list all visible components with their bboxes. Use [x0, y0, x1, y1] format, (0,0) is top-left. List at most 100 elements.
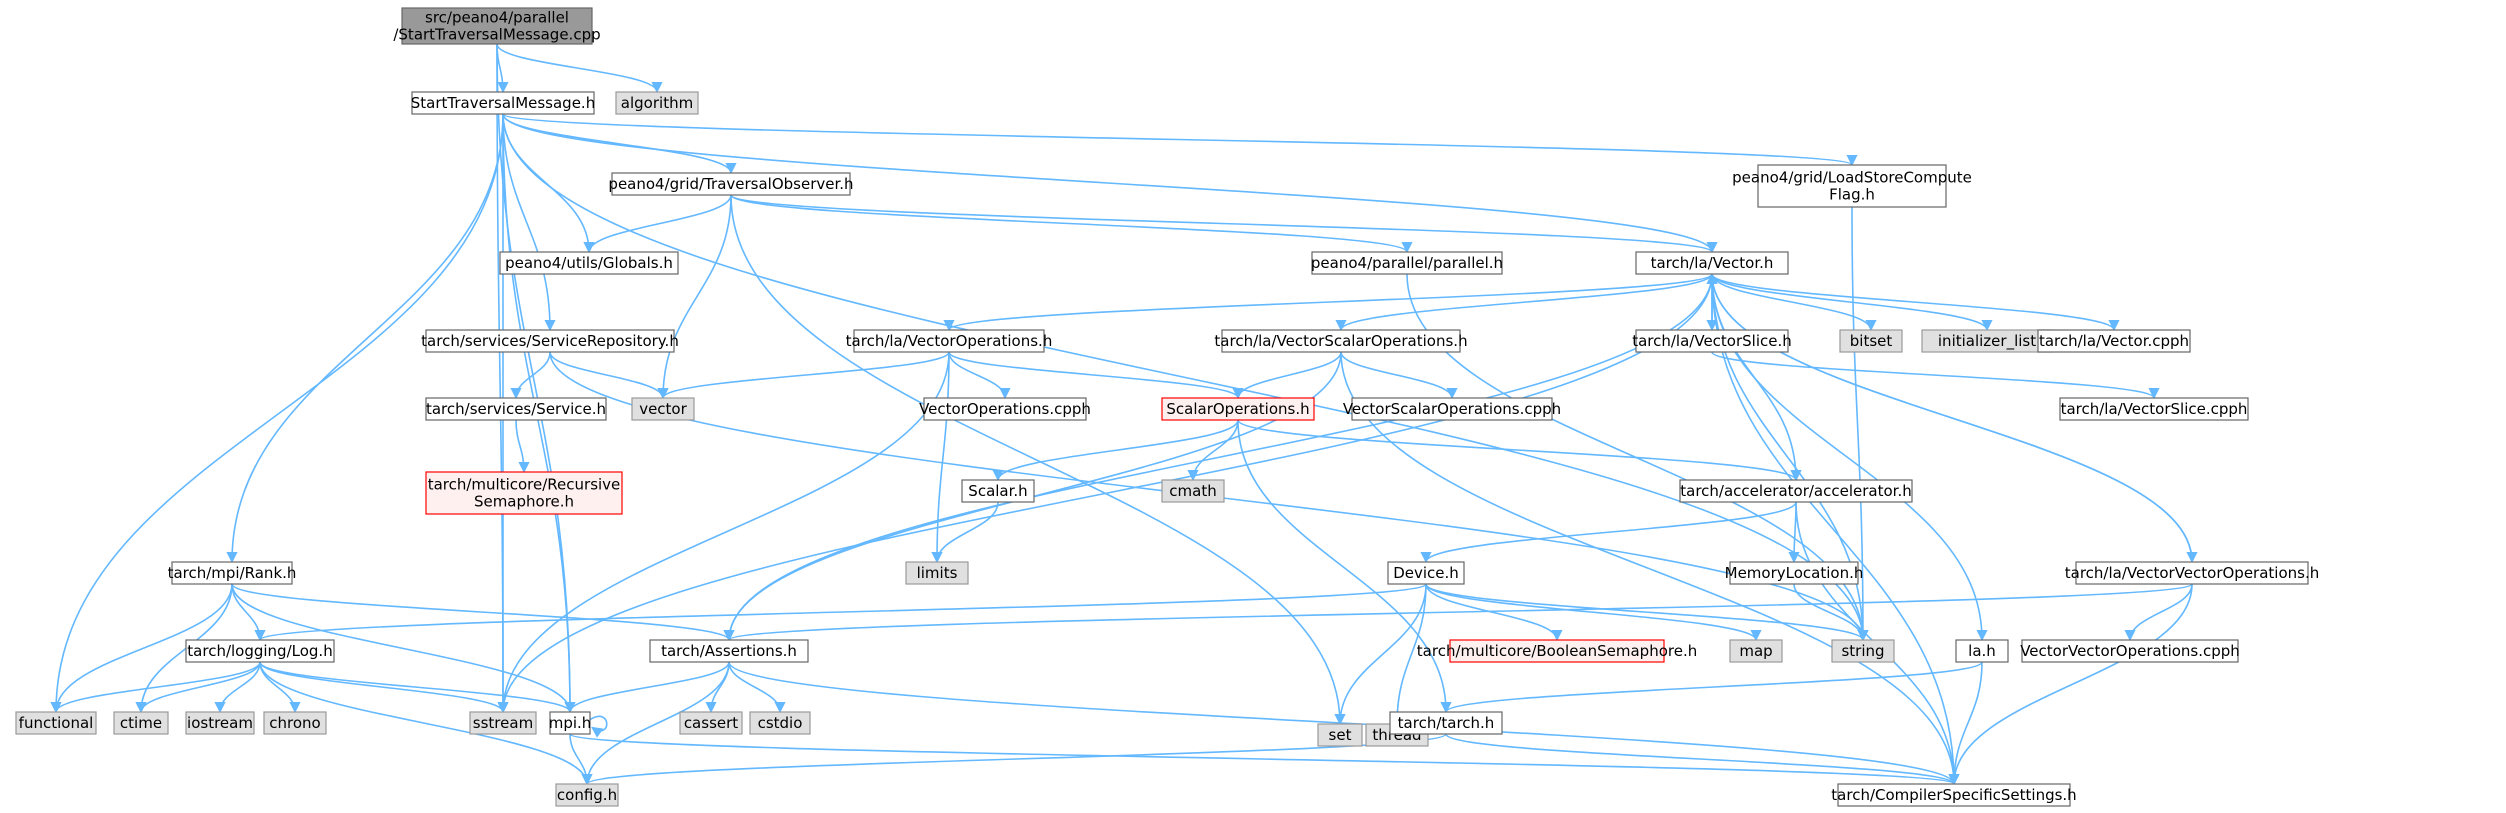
- edge-servicerepo-to-service: [510, 351, 551, 400]
- edge-stm-to-rank: [226, 113, 504, 564]
- node-accel[interactable]: tarch/accelerator/accelerator.h: [1679, 479, 1913, 503]
- edge-vectorslice-to-vectorslicecpph: [1711, 351, 2160, 400]
- node-label: string: [1841, 642, 1884, 660]
- edge-vecscalarops-to-scalarops: [1232, 351, 1342, 400]
- node-vecveccpph[interactable]: VectorVectorOperations.cpph: [2020, 639, 2240, 663]
- node-servicerepo[interactable]: tarch/services/ServiceRepository.h: [421, 329, 679, 353]
- node-box: [1389, 711, 1503, 735]
- edge-scalarops-to-accel: [1237, 419, 1802, 482]
- node-traversalobs[interactable]: peano4/grid/TraversalObserver.h: [608, 172, 854, 196]
- node-device[interactable]: Device.h: [1387, 561, 1465, 585]
- edge-vecvecops-to-compiler: [1948, 583, 2193, 786]
- node-label: tarch/services/Service.h: [426, 400, 606, 418]
- node-box: [1955, 639, 2009, 663]
- node-globals[interactable]: peano4/utils/Globals.h: [499, 251, 679, 275]
- node-box: [1839, 329, 1903, 353]
- edge-device-to-log: [254, 583, 1427, 642]
- edge-stm-to-vectorh: [502, 113, 1718, 254]
- edge-vectorops-to-limits: [931, 351, 950, 564]
- edge-assertions-to-mpih: [564, 661, 730, 714]
- edge-vectorh-to-lah: [1711, 273, 1988, 642]
- edge-device-to-string: [1425, 583, 1869, 642]
- node-rank[interactable]: tarch/mpi/Rank.h: [168, 561, 297, 585]
- node-label: tarch/multicore/BooleanSemaphore.h: [1417, 642, 1697, 660]
- node-box: [1729, 561, 1859, 585]
- node-compiler[interactable]: tarch/CompilerSpecificSettings.h: [1831, 783, 2077, 807]
- node-label: tarch/logging/Log.h: [187, 642, 332, 660]
- node-box: [961, 479, 1035, 503]
- node-label: limits: [917, 564, 958, 582]
- node-string: string: [1831, 639, 1895, 663]
- node-stm[interactable]: StartTraversalMessage.h: [411, 91, 595, 115]
- edge-vectorh-to-initlist: [1711, 273, 1993, 332]
- edge-tarchh-to-config: [581, 733, 1447, 786]
- node-bitset: bitset: [1839, 329, 1903, 353]
- edge-servicerepo-to-vector: [549, 351, 669, 400]
- edge-root-to-algorithm: [496, 43, 663, 94]
- node-sstream: sstream: [469, 711, 537, 735]
- edge-assertions-to-cstdio: [728, 661, 786, 714]
- edge-rank-to-assertions: [231, 583, 735, 642]
- node-assertions[interactable]: tarch/Assertions.h: [649, 639, 809, 663]
- edge-vectorh-to-assertions: [723, 273, 1713, 642]
- node-vecscalarops[interactable]: tarch/la/VectorScalarOperations.h: [1214, 329, 1468, 353]
- node-label: tarch/la/VectorVectorOperations.h: [2065, 564, 2319, 582]
- edge-log-to-functional: [50, 661, 261, 714]
- node-box: [1757, 164, 1947, 208]
- node-parallelh[interactable]: peano4/parallel/parallel.h: [1311, 251, 1503, 275]
- node-label: cstdio: [758, 714, 803, 732]
- node-vectorslicecpph[interactable]: tarch/la/VectorSlice.cpph: [2059, 397, 2249, 421]
- edge-traversalobs-to-set: [730, 194, 1346, 726]
- node-config: config.h: [555, 783, 619, 807]
- node-scalarops[interactable]: ScalarOperations.h: [1161, 397, 1315, 421]
- edge-vecvecops-to-assertions: [723, 583, 2193, 642]
- edge-log-to-config: [259, 661, 593, 786]
- node-label: tarch/services/ServiceRepository.h: [421, 332, 679, 350]
- node-root[interactable]: src/peano4/parallel/StartTraversalMessag…: [393, 7, 601, 45]
- node-lah[interactable]: la.h: [1955, 639, 2009, 663]
- edge-vecscalarops-to-vecscalaropscpph: [1340, 351, 1458, 400]
- node-service[interactable]: tarch/services/Service.h: [425, 397, 607, 421]
- node-label: tarch/mpi/Rank.h: [168, 564, 297, 582]
- edge-traversalobs-to-globals: [583, 194, 732, 254]
- node-mpih[interactable]: mpi.h: [549, 711, 592, 735]
- edge-scalarops-to-tarchh: [1237, 419, 1452, 714]
- node-label: tarch/tarch.h: [1398, 714, 1495, 732]
- node-box: [469, 711, 537, 735]
- node-vectorslice[interactable]: tarch/la/VectorSlice.h: [1632, 329, 1792, 353]
- node-label: ctime: [120, 714, 162, 732]
- node-box: [1837, 783, 2071, 807]
- node-vectorops[interactable]: tarch/la/VectorOperations.h: [846, 329, 1053, 353]
- node-memloc[interactable]: MemoryLocation.h: [1725, 561, 1864, 585]
- node-cmath: cmath: [1161, 479, 1225, 503]
- node-log[interactable]: tarch/logging/Log.h: [185, 639, 335, 663]
- node-box: [2059, 397, 2249, 421]
- node-box: [611, 172, 851, 196]
- node-vectorcpph[interactable]: tarch/la/Vector.cpph: [2037, 329, 2191, 353]
- node-boolsem[interactable]: tarch/multicore/BooleanSemaphore.h: [1417, 639, 1697, 663]
- node-vecopscpph[interactable]: VectorOperations.cpph: [919, 397, 1091, 421]
- node-label: map: [1739, 642, 1772, 660]
- edge-vectorh-to-string: [1711, 273, 1869, 642]
- node-vecscalaropscpph[interactable]: VectorScalarOperations.cpph: [1343, 397, 1561, 421]
- node-scalarh[interactable]: Scalar.h: [961, 479, 1035, 503]
- edge-scalarops-to-cmath: [1187, 419, 1239, 482]
- edge-traversalobs-to-parallelh: [730, 194, 1413, 254]
- node-vectorh[interactable]: tarch/la/Vector.h: [1635, 251, 1789, 275]
- edge-log-to-ctime: [135, 661, 261, 714]
- node-box: [1387, 561, 1465, 585]
- edge-vectorops-to-vecopscpph: [948, 351, 1011, 400]
- edge-loadstore-to-string: [1851, 206, 1869, 642]
- edge-log-to-mpih: [259, 661, 576, 714]
- node-label: Scalar.h: [968, 482, 1027, 500]
- node-box: [499, 251, 679, 275]
- edge-service-to-recsem: [515, 419, 530, 474]
- node-box: [1729, 639, 1783, 663]
- node-tarchh[interactable]: tarch/tarch.h: [1389, 711, 1503, 735]
- node-box: [649, 639, 809, 663]
- node-vecvecops[interactable]: tarch/la/VectorVectorOperations.h: [2065, 561, 2319, 585]
- node-label: mpi.h: [549, 714, 592, 732]
- edge-assertions-to-config: [581, 661, 730, 786]
